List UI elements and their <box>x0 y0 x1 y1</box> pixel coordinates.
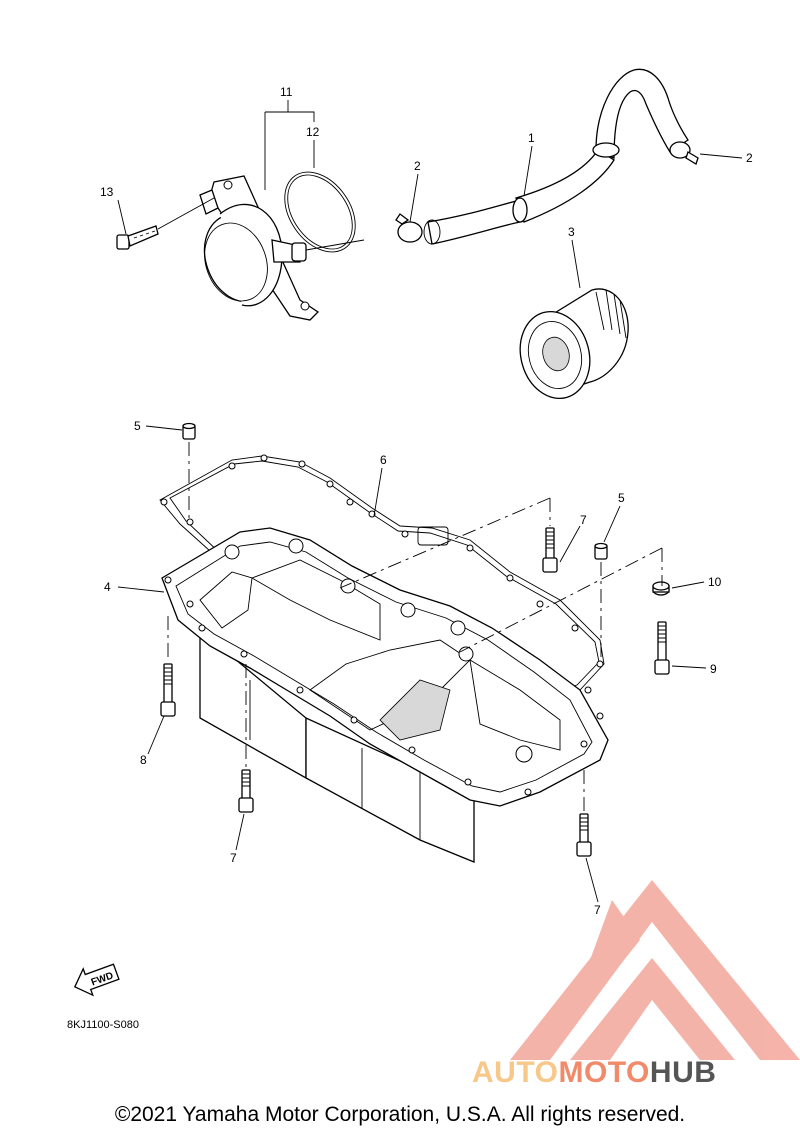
callout-7-mid: 7 <box>230 851 237 865</box>
oil-filter <box>519 288 629 400</box>
callout-5-right: 5 <box>618 491 625 505</box>
callout-4: 4 <box>104 580 111 594</box>
callout-7-lower: 7 <box>594 903 601 917</box>
watermark-moto: MOTO <box>558 1056 650 1089</box>
callout-3: 3 <box>568 225 575 239</box>
callout-5-left: 5 <box>134 419 141 433</box>
copyright-notice: ©2021 Yamaha Motor Corporation, U.S.A. A… <box>114 1103 686 1126</box>
pan-bolt-upper <box>542 527 558 573</box>
callout-13: 13 <box>100 185 114 199</box>
drain-bolt <box>654 621 670 675</box>
dowel-pin-right <box>594 542 608 560</box>
callout-2-right: 2 <box>746 151 753 165</box>
oil-hose <box>423 68 689 245</box>
oil-pan <box>161 527 609 863</box>
callout-9: 9 <box>710 662 717 676</box>
callout-leaders <box>117 100 743 903</box>
callout-2-left: 2 <box>414 159 421 173</box>
callout-11: 11 <box>280 85 293 99</box>
watermark-hub: HUB <box>649 1056 717 1089</box>
callout-8: 8 <box>140 753 147 767</box>
callout-10: 10 <box>708 575 722 589</box>
pan-bolt-mid <box>238 769 254 813</box>
pan-bolt-lower-right <box>576 813 592 857</box>
alignment-lines <box>167 442 663 812</box>
watermark-brand-text: AUTOMOTOHUB <box>472 1056 716 1090</box>
dowel-pin-left <box>182 422 196 440</box>
callout-1: 1 <box>528 131 535 145</box>
oil-cooler <box>199 175 320 321</box>
cooler-bolt <box>116 225 159 250</box>
hose-clamp-left <box>395 213 423 243</box>
fwd-arrow-icon: FWD <box>73 963 120 997</box>
diagram-reference-code: 8KJ1100-S080 <box>67 1019 139 1031</box>
callout-12: 12 <box>306 125 320 139</box>
o-ring <box>284 171 356 253</box>
hose-clamp-right <box>669 141 699 165</box>
drain-washer <box>652 581 670 596</box>
callout-7-upper: 7 <box>580 513 587 527</box>
pan-bolt-left <box>160 663 176 717</box>
callout-6: 6 <box>380 453 387 467</box>
watermark-logo <box>510 880 800 1060</box>
watermark-auto: AUTO <box>472 1056 559 1089</box>
